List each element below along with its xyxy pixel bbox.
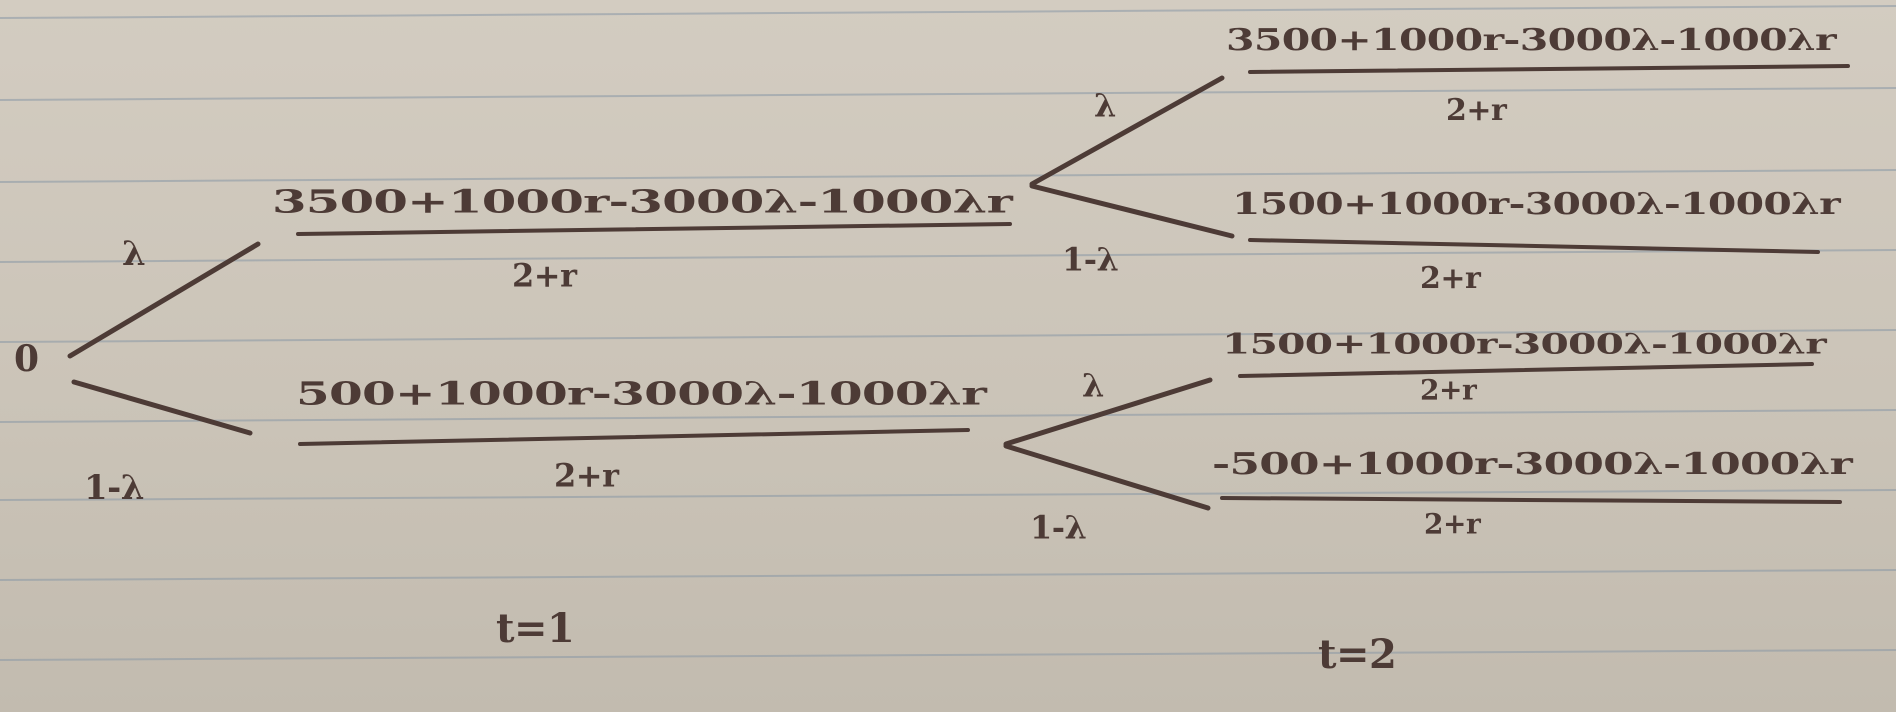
ruled-line bbox=[0, 569, 1896, 581]
top-down-prob-label: 1-λ bbox=[1062, 241, 1119, 279]
ruled-line bbox=[0, 169, 1896, 183]
ruled-line bbox=[0, 489, 1896, 501]
ruled-lines bbox=[0, 5, 1896, 661]
t2-outcome-fraction-bar bbox=[1220, 496, 1842, 504]
t2-outcome-denominator: 2+r bbox=[1424, 508, 1482, 541]
t2-outcome-2: 1500+1000r-3000λ-1000λr 2+r bbox=[1232, 187, 1843, 296]
t1-bottom-denominator: 2+r bbox=[554, 457, 620, 495]
bottom-down-prob-label: 1-λ bbox=[1030, 509, 1087, 547]
t2-outcome-4: -500+1000r-3000λ-1000λr 2+r bbox=[1212, 447, 1855, 541]
ruled-line bbox=[0, 87, 1896, 101]
t2-outcome-numerator: 1500+1000r-3000λ-1000λr bbox=[1232, 187, 1842, 222]
t2-outcome-numerator: 3500+1000r-3000λ-1000λr bbox=[1226, 23, 1838, 58]
t2-outcome-denominator: 2+r bbox=[1420, 261, 1482, 296]
t2-outcome-fraction-bar bbox=[1238, 362, 1814, 378]
time-label-t1: t=1 bbox=[496, 605, 574, 652]
ruled-line bbox=[0, 329, 1896, 343]
branch-down-t1 bbox=[71, 379, 253, 436]
time-label-t2: t=2 bbox=[1318, 631, 1396, 678]
t1-top-denominator: 2+r bbox=[512, 257, 578, 295]
branch-up-t1 bbox=[67, 241, 261, 359]
root-node-label: 0 bbox=[14, 338, 39, 380]
branch-top-down-t2 bbox=[1029, 183, 1235, 239]
t2-outcome-1: 3500+1000r-3000λ-1000λr 2+r bbox=[1226, 23, 1850, 128]
ruled-line bbox=[0, 249, 1896, 263]
top-up-prob-label: λ bbox=[1094, 87, 1116, 125]
branch-top-up-t2 bbox=[1029, 75, 1225, 187]
t2-outcome-3: 1500+1000r-3000λ-1000λr 2+r bbox=[1222, 328, 1829, 407]
t2-outcome-numerator: 1500+1000r-3000λ-1000λr bbox=[1222, 328, 1829, 361]
t1-bottom-fraction-bar bbox=[298, 428, 970, 446]
t1-top-numerator: 3500+1000r-3000λ-1000λr bbox=[272, 183, 1015, 221]
branch-up-prob-label: λ bbox=[122, 234, 145, 274]
t2-outcome-fraction-bar bbox=[1248, 64, 1850, 74]
branch-bottom-up-t2 bbox=[1003, 377, 1213, 447]
t2-outcome-denominator: 2+r bbox=[1446, 93, 1508, 128]
t2-outcome-fraction-bar bbox=[1248, 238, 1820, 254]
t2-outcome-denominator: 2+r bbox=[1420, 374, 1478, 407]
t1-bottom-numerator: 500+1000r-3000λ-1000λr bbox=[296, 375, 988, 413]
ruled-line bbox=[0, 5, 1896, 19]
bottom-up-prob-label: λ bbox=[1082, 367, 1104, 405]
ruled-line bbox=[0, 409, 1896, 423]
t1-top-fraction-bar bbox=[296, 222, 1012, 236]
branch-bottom-down-t2 bbox=[1003, 443, 1211, 511]
branch-down-prob-label: 1-λ bbox=[84, 468, 144, 508]
ruled-line bbox=[0, 649, 1896, 661]
t2-outcome-numerator: -500+1000r-3000λ-1000λr bbox=[1212, 447, 1854, 482]
